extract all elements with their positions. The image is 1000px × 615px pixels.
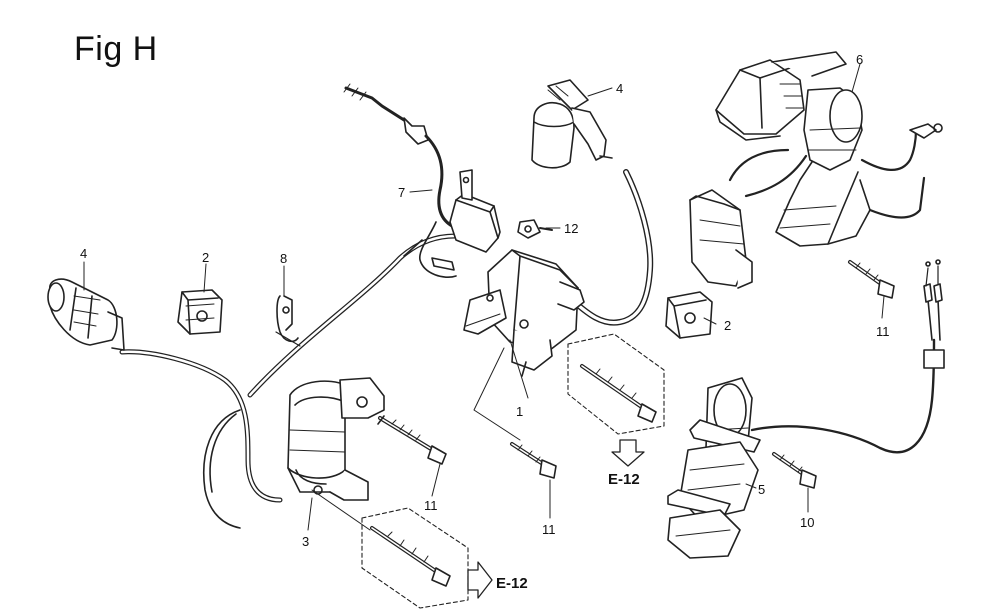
ref-arrow-upper xyxy=(611,439,645,467)
callout-8: 8 xyxy=(280,251,287,266)
callout-leaders xyxy=(83,63,885,531)
callout-4-left: 4 xyxy=(80,246,87,261)
callout-10: 10 xyxy=(800,515,814,530)
callout-11-left: 11 xyxy=(424,498,438,513)
charge-coil-6 xyxy=(689,51,943,289)
callout-2-left: 2 xyxy=(202,250,209,265)
ignition-coil-3 xyxy=(287,377,385,501)
bolt-12 xyxy=(517,219,553,239)
bolt-11-a xyxy=(377,415,447,465)
figure-title: Fig H xyxy=(74,30,158,68)
ref-arrow-lower xyxy=(467,561,493,599)
grommet-right xyxy=(665,291,713,339)
callout-2-right: 2 xyxy=(724,318,731,333)
callout-5: 5 xyxy=(758,482,765,497)
ignition-coil-1 xyxy=(463,249,585,377)
reference-e12-upper: E-12 xyxy=(608,471,640,488)
bolt-detail-box-upper xyxy=(567,333,665,435)
wire-clip xyxy=(275,295,301,347)
callout-12: 12 xyxy=(564,221,578,236)
ht-lead-top xyxy=(569,169,654,326)
callout-6: 6 xyxy=(856,52,863,67)
bolt-11-c xyxy=(848,260,895,299)
callout-1: 1 xyxy=(516,404,523,419)
bolt-11-b xyxy=(510,442,557,479)
callout-7: 7 xyxy=(398,185,405,200)
spark-plug-cap-top xyxy=(531,79,613,169)
callout-11-right: 11 xyxy=(876,324,890,339)
reference-e12-lower: E-12 xyxy=(496,575,528,592)
spark-plug-cap-left xyxy=(47,278,125,351)
leader-lines-part-1 xyxy=(473,339,529,441)
exciter-coil-5 xyxy=(667,259,945,559)
grommet-left xyxy=(177,289,223,335)
connector-7 xyxy=(343,83,501,278)
callout-11-center: 11 xyxy=(542,522,556,537)
callout-4-top: 4 xyxy=(616,81,623,96)
bolt-detail-box-lower xyxy=(311,489,469,609)
main-wire-harness xyxy=(119,233,458,529)
bolt-10 xyxy=(772,452,817,489)
callout-3: 3 xyxy=(302,534,309,549)
